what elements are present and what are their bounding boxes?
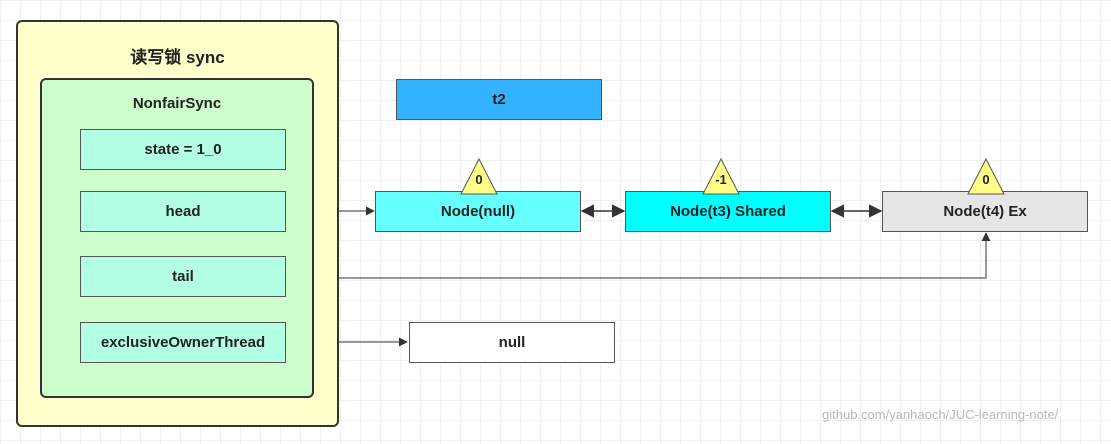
wait-status-value: 0 [475,172,483,187]
tail-pointer-arrow [287,232,991,279]
source-watermark: github.com/yanhaoch/JUC-learning-note/ [822,407,1059,422]
wait-status-value: -1 [715,172,727,187]
head-field: head [80,191,286,232]
wait-status-badge: 0 [459,157,499,195]
null-box: null [409,322,615,363]
state-field: state = 1_0 [80,129,286,170]
sync-title: 读写锁 sync [130,48,225,67]
tail-field: tail [80,256,286,297]
wait-status-value: 0 [982,172,990,187]
queue-node-t4: Node(t4) Ex [882,191,1088,232]
queue-node-head: Node(null) [375,191,581,232]
thread-t2-box: t2 [396,79,602,120]
wait-status-badge: 0 [966,157,1006,195]
nonfair-sync-title: NonfairSync [132,95,222,112]
wait-status-badge: -1 [701,157,741,195]
queue-node-t3: Node(t3) Shared [625,191,831,232]
exclusive-owner-thread-field: exclusiveOwnerThread [80,322,286,363]
